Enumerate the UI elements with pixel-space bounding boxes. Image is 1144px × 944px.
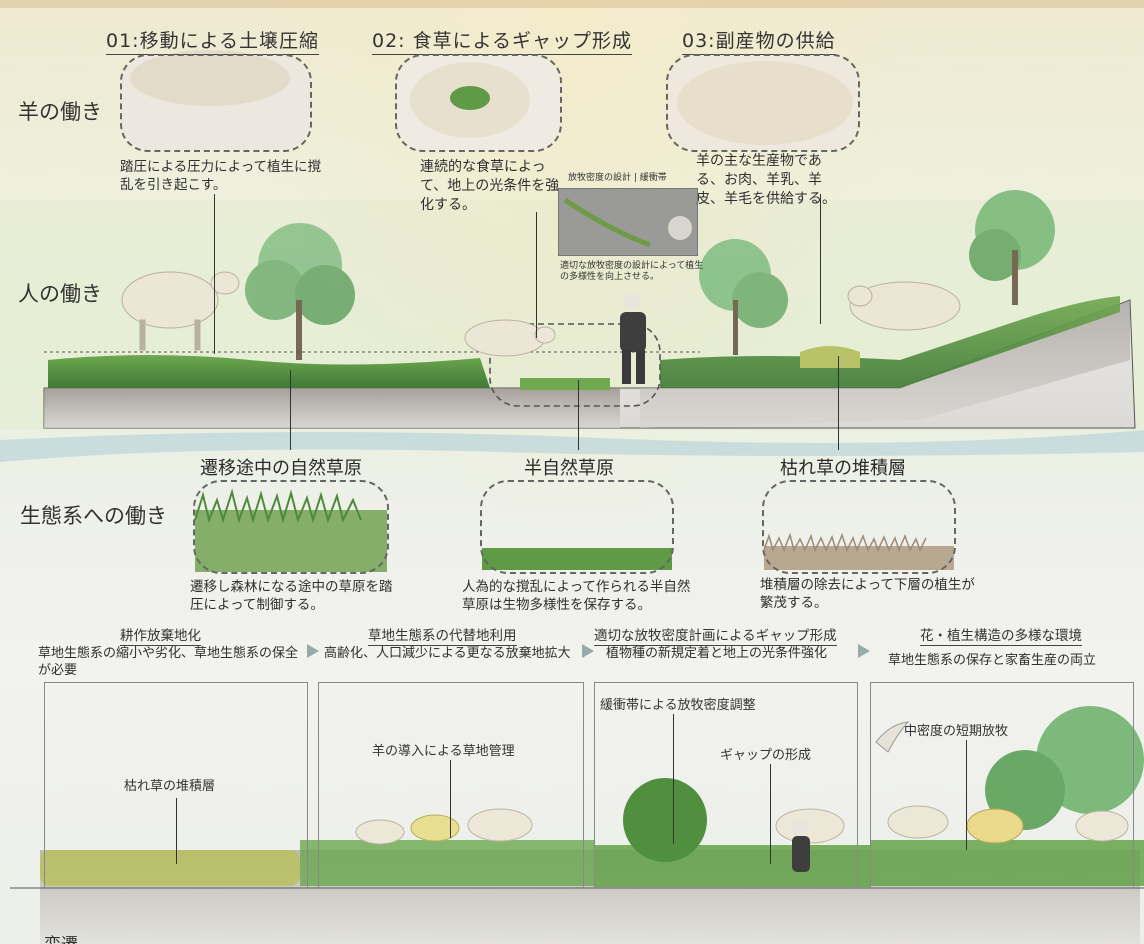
ecosystem-image-3 <box>762 480 956 574</box>
row-label-sheep: 羊の働き <box>18 100 102 124</box>
timeline-title-1: 耕作放棄地化 <box>120 624 201 646</box>
row-label-human: 人の働き <box>18 282 102 306</box>
ecosystem-title-2: 半自然草原 <box>524 458 614 479</box>
ecosystem-image-2 <box>480 480 674 574</box>
timeline-desc-1: 草地生態系の縮小や劣化、草地生態系の保全が必要 <box>38 646 299 678</box>
inset-caption: 適切な放牧密度の設計によって植生の多様性を向上させる。 <box>560 261 704 282</box>
timeline-arrow-3 <box>858 644 870 658</box>
timeline-desc-3: 植物種の新規定着と地上の光条件強化 <box>606 646 828 661</box>
ecosystem-image-1 <box>193 480 389 574</box>
inset-title: 放牧密度の設計 | 緩衝帯 <box>568 173 667 183</box>
timeline-title-2: 草地生態系の代替地利用 <box>368 624 517 646</box>
timeline-desc-2: 高齢化、人口減少による更なる放棄地拡大 <box>324 646 571 661</box>
inset-photo <box>558 188 698 256</box>
function-caption-1: 踏圧による圧力によって植生に撹乱を引き起こす。 <box>120 159 322 193</box>
panel-annotation-5: 中密度の短期放牧 <box>904 724 1009 739</box>
panel-annotation-4: ギャップの形成 <box>720 748 812 763</box>
leader-line-4 <box>290 370 292 450</box>
timeline-title-4: 花・植生構造の多様な環境 <box>920 624 1082 646</box>
timeline-arrow-2 <box>582 644 594 658</box>
row-label-ecosystem: 生態系への働き <box>20 504 167 528</box>
leader-line-1 <box>214 194 216 354</box>
leader-line-3 <box>820 194 822 324</box>
function-caption-3: 羊の主な生産物である、お肉、羊乳、羊皮、羊毛を供給する。 <box>696 153 836 207</box>
panel-leader-2 <box>450 760 452 838</box>
panel-leader-3 <box>673 714 675 844</box>
ecosystem-title-3: 枯れ草の堆積層 <box>780 458 906 479</box>
transition-panel-4 <box>870 682 1134 888</box>
function-title-1: 01:移動による土壌圧縮 <box>106 26 320 55</box>
panel-annotation-1: 枯れ草の堆積層 <box>124 779 216 794</box>
ecosystem-title-1: 遷移途中の自然草原 <box>200 458 362 479</box>
ecosystem-caption-1: 遷移し森林になる途中の草原を踏圧によって制御する。 <box>190 579 393 613</box>
function-title-2: 02: 食草によるギャップ形成 <box>372 26 633 55</box>
panel-leader-1 <box>176 798 178 864</box>
panel-leader-4 <box>770 764 772 864</box>
function-title-3: 03:副産物の供給 <box>682 26 836 55</box>
leader-line-6 <box>838 356 840 450</box>
ecosystem-caption-3: 堆積層の除去によって下層の植生が繁茂する。 <box>760 577 975 611</box>
timeline-title-3: 適切な放牧密度計画によるギャップ形成 <box>594 624 837 646</box>
panel-annotation-3: 緩衝帯による放牧密度調整 <box>600 698 756 713</box>
panel-annotation-2: 羊の導入による草地管理 <box>372 744 515 759</box>
ecosystem-caption-2: 人為的な撹乱によって作られる半自然草原は生物多様性を保存する。 <box>462 579 691 613</box>
function-image-1 <box>120 54 312 152</box>
leader-line-2 <box>536 212 538 338</box>
leader-line-5 <box>578 380 580 450</box>
function-caption-2: 連続的な食草によって、地上の光条件を強化する。 <box>420 159 560 213</box>
timeline-arrow-1 <box>307 644 319 658</box>
panel-leader-5 <box>966 740 968 850</box>
function-image-2 <box>395 54 562 152</box>
transition-panel-1 <box>44 682 308 888</box>
timeline-desc-4: 草地生態系の保存と家畜生産の両立 <box>888 653 1097 668</box>
transition-panel-2 <box>318 682 584 888</box>
function-image-3 <box>666 54 860 152</box>
row-label-transition: 変遷 <box>44 930 78 944</box>
transition-panel-3 <box>594 682 858 888</box>
